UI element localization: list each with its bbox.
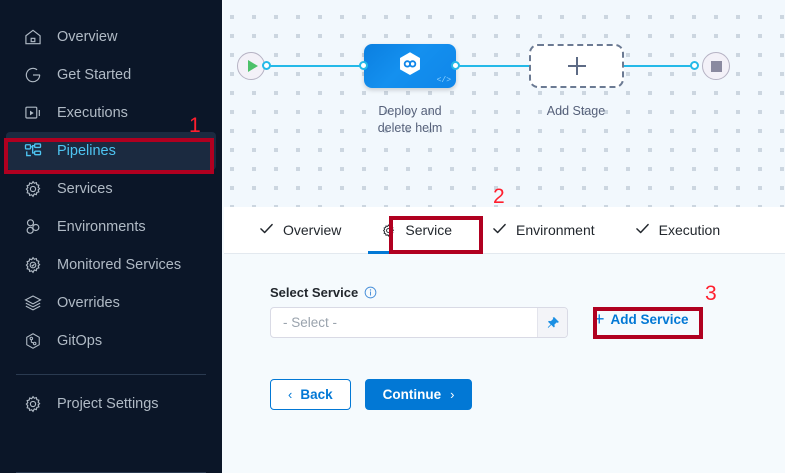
- environments-icon: [22, 216, 44, 238]
- check-icon: [635, 222, 650, 238]
- select-service-field[interactable]: - Select -: [270, 307, 568, 338]
- sidebar-item-services[interactable]: Services: [6, 170, 216, 208]
- select-service-label: Select Service: [270, 285, 377, 300]
- sidebar-divider: [16, 374, 206, 375]
- sidebar-item-project-settings[interactable]: Project Settings: [6, 385, 216, 423]
- gitops-icon: [22, 330, 44, 352]
- stage-label-line2: delete helm: [377, 121, 443, 135]
- tab-label: Overview: [283, 222, 342, 238]
- pipeline-end-node[interactable]: [702, 52, 730, 80]
- sidebar-item-gitops[interactable]: GitOps: [6, 322, 216, 360]
- monitored-services-icon: [22, 254, 44, 276]
- sidebar: Overview Get Started Executions: [0, 0, 222, 473]
- back-label: Back: [300, 387, 333, 402]
- sidebar-spacer: [0, 423, 222, 462]
- select-service-label-text: Select Service: [270, 285, 359, 300]
- harness-cd-hexagon-icon: [396, 50, 424, 83]
- get-started-icon: [22, 64, 44, 86]
- plus-icon: [567, 57, 586, 75]
- sidebar-item-label: Overview: [57, 28, 118, 45]
- back-button[interactable]: ‹ Back: [270, 379, 351, 410]
- tab-service[interactable]: Service: [368, 207, 465, 254]
- sidebar-item-label: Pipelines: [57, 142, 116, 159]
- add-stage-node[interactable]: [529, 44, 624, 88]
- gear-icon: [22, 393, 44, 415]
- plus-icon: +: [594, 309, 605, 329]
- check-icon: [492, 222, 507, 238]
- sidebar-item-label: Monitored Services: [57, 256, 182, 273]
- chevron-right-icon: ›: [450, 387, 455, 402]
- stop-icon: [710, 60, 722, 72]
- sidebar-item-label: Overrides: [57, 294, 120, 311]
- tab-label: Execution: [658, 222, 721, 238]
- tab-overview[interactable]: Overview: [246, 207, 354, 254]
- layers-icon: [22, 292, 44, 314]
- stage-in-port: [359, 61, 368, 70]
- gear-icon: [381, 223, 396, 238]
- sidebar-item-pipelines[interactable]: Pipelines: [6, 132, 216, 170]
- gear-icon: [22, 178, 44, 200]
- pipeline-stage-node[interactable]: </>: [364, 44, 456, 88]
- sidebar-item-environments[interactable]: Environments: [6, 208, 216, 246]
- add-service-button[interactable]: + Add Service: [594, 310, 689, 328]
- pipeline-canvas[interactable]: </> Deploy and delete helm Add Stage: [224, 0, 785, 207]
- tab-environment[interactable]: Environment: [479, 207, 608, 254]
- add-service-label: Add Service: [610, 311, 689, 327]
- select-input[interactable]: - Select -: [283, 315, 338, 330]
- add-stage-label: Add Stage: [546, 104, 606, 118]
- sidebar-item-overview[interactable]: Overview: [6, 18, 216, 56]
- connector-start-to-stage: [268, 65, 370, 67]
- sidebar-item-get-started[interactable]: Get Started: [6, 56, 216, 94]
- tab-label: Environment: [516, 222, 595, 238]
- stage-label-line1: Deploy and: [378, 104, 442, 118]
- stage-tabs: Overview Service Environment Execution: [224, 207, 785, 254]
- pipeline-start-node[interactable]: [237, 52, 265, 80]
- form-actions: ‹ Back Continue ›: [270, 379, 473, 410]
- sidebar-item-label: Executions: [57, 104, 128, 121]
- sidebar-item-overrides[interactable]: Overrides: [6, 284, 216, 322]
- connector-stage-to-add: [450, 65, 532, 67]
- sidebar-item-label: Environments: [57, 218, 146, 235]
- connector-add-to-end: [624, 65, 694, 67]
- sidebar-item-monitored-services[interactable]: Monitored Services: [6, 246, 216, 284]
- service-panel: Select Service - Select - + Add Service …: [224, 254, 785, 473]
- home-icon: [22, 26, 44, 48]
- stage-label: Deploy and delete helm: [350, 103, 470, 137]
- tab-execution[interactable]: Execution: [622, 207, 733, 254]
- pin-icon[interactable]: [537, 308, 567, 337]
- pipelines-icon: [22, 140, 44, 162]
- sidebar-item-label: GitOps: [57, 332, 103, 349]
- start-port: [262, 61, 271, 70]
- sidebar-item-label: Get Started: [57, 66, 132, 83]
- stage-code-badge: </>: [436, 76, 451, 85]
- continue-label: Continue: [382, 387, 442, 402]
- canvas-grid: [224, 0, 785, 207]
- continue-button[interactable]: Continue ›: [364, 379, 473, 410]
- check-icon: [259, 222, 274, 238]
- sidebar-item-label: Project Settings: [57, 395, 159, 412]
- executions-icon: [22, 102, 44, 124]
- tab-label: Service: [405, 222, 453, 238]
- end-port: [690, 61, 699, 70]
- play-icon: [247, 60, 258, 72]
- stage-out-port: [451, 61, 460, 70]
- sidebar-nav-list: Overview Get Started Executions: [0, 0, 222, 360]
- sidebar-item-label: Services: [57, 180, 113, 197]
- sidebar-item-executions[interactable]: Executions: [6, 94, 216, 132]
- chevron-left-icon: ‹: [288, 387, 293, 402]
- info-icon[interactable]: [364, 286, 377, 299]
